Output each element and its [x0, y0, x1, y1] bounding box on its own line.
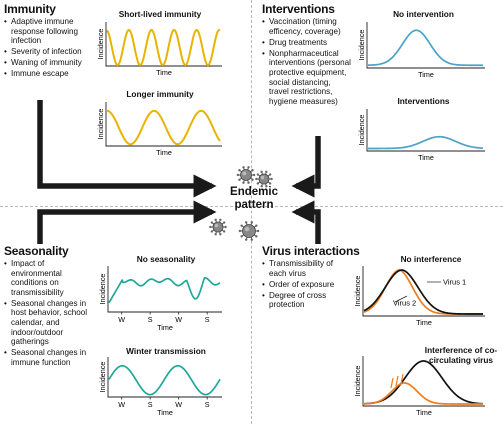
x-axis-label: Time — [418, 70, 434, 79]
virus1-curve — [363, 360, 484, 405]
arrow-interventions — [291, 136, 321, 198]
y-axis-label: Incidence — [96, 29, 105, 60]
interference-mark — [400, 373, 404, 385]
immunity-bullet: Immune escape — [4, 69, 94, 79]
virus2-curve — [363, 382, 484, 405]
short-lived-immunity-curve — [106, 28, 221, 67]
short-lived-immunity-title: Short-lived immunity — [118, 9, 202, 19]
y-axis-label: Incidence — [357, 115, 366, 146]
tick-label: S — [205, 400, 210, 409]
axis-line — [362, 266, 485, 317]
no-interference-title: No interference — [400, 254, 462, 264]
y-axis-label: Incidence — [96, 109, 105, 140]
seasonality-bullet: Seasonal changes in immune function — [4, 348, 96, 367]
winter-transmission-curve — [108, 364, 221, 396]
interventions-curve — [367, 135, 484, 150]
seasonality-bullets: Impact of environmental conditions on tr… — [4, 259, 96, 369]
interventions-bullet: Drug treatments — [262, 38, 352, 48]
axis-line — [105, 22, 222, 67]
axis-line — [366, 109, 485, 152]
axis-line — [107, 357, 222, 398]
seasonality-bullet: Impact of environmental conditions on tr… — [4, 259, 96, 297]
x-axis-label: Time — [416, 318, 432, 327]
interference-title: Interference of co-circulating virus — [424, 345, 498, 365]
axis-line — [362, 356, 485, 407]
tick-label: W — [175, 400, 182, 409]
no-intervention-title: No intervention — [393, 9, 454, 19]
arrow-seasonality — [37, 200, 217, 244]
longer-immunity-title: Longer immunity — [126, 89, 194, 99]
tick-label: W — [118, 315, 125, 324]
no-seasonality-curve — [108, 276, 221, 304]
longer-immunity-curve — [106, 109, 221, 146]
x-axis-label: Time — [157, 323, 173, 332]
virus-icon — [236, 166, 256, 184]
immunity-bullet: Adaptive immune response following infec… — [4, 17, 94, 46]
virus-icon — [209, 218, 227, 236]
interventions-title: Interventions — [262, 2, 335, 16]
virus1-curve — [363, 269, 484, 315]
virus2-label: Virus 2 — [393, 299, 416, 308]
interventions-chart-title: Interventions — [397, 96, 450, 106]
virus-interactions-title: Virus interactions — [262, 244, 360, 258]
no-intervention-curve — [367, 29, 484, 67]
axis-line — [105, 102, 222, 147]
seasonality-title: Seasonality — [4, 244, 69, 258]
center-line2: pattern — [234, 199, 274, 211]
interventions-bullet: Vaccination (timing efficency, coverage) — [262, 17, 352, 36]
interventions-bullets: Vaccination (timing efficency, coverage)… — [262, 17, 352, 108]
axis-line — [366, 22, 485, 69]
x-axis-label: Time — [156, 148, 172, 157]
tick-label: S — [148, 400, 153, 409]
x-axis-label: Time — [157, 408, 173, 417]
virus-bullet: Degree of cross protection — [262, 291, 346, 310]
virus2-leader — [394, 295, 408, 303]
y-axis-label: Incidence — [98, 362, 107, 393]
virus1-label: Virus 1 — [443, 278, 466, 287]
immunity-bullet: Severity of infection — [4, 47, 94, 57]
seasonality-bullet: Seasonal changes in host behavior, schoo… — [4, 299, 96, 347]
virus-icon — [255, 170, 273, 188]
arrow-immunity — [37, 100, 217, 198]
immunity-bullets: Adaptive immune response following infec… — [4, 17, 94, 81]
virus-bullets: Transmissibility of each virus Order of … — [262, 259, 346, 311]
x-axis-label: Time — [418, 153, 434, 162]
y-axis-label: Incidence — [98, 274, 107, 305]
tick-label: W — [118, 400, 125, 409]
x-axis-label: Time — [416, 408, 432, 417]
interference-mark — [395, 375, 399, 387]
x-axis-label: Time — [156, 68, 172, 77]
immunity-title: Immunity — [4, 2, 56, 16]
axis-line — [107, 266, 222, 313]
tick-label: S — [148, 315, 153, 324]
endemic-pattern-label: Endemic pattern — [212, 186, 296, 212]
interference-mark — [390, 377, 394, 389]
virus-bullet: Transmissibility of each virus — [262, 259, 346, 278]
arrow-virus — [291, 200, 321, 244]
winter-transmission-title: Winter transmission — [126, 346, 206, 356]
center-line1: Endemic — [230, 186, 278, 198]
y-axis-label: Incidence — [357, 30, 366, 61]
y-axis-label: Incidence — [353, 366, 362, 397]
y-axis-label: Incidence — [353, 276, 362, 307]
tick-label: W — [175, 315, 182, 324]
interference-title-text: Interference of co-circulating virus — [424, 345, 498, 365]
virus-icon — [238, 221, 260, 241]
immunity-bullet: Waning of immunity — [4, 58, 94, 68]
no-seasonality-title: No seasonality — [136, 254, 196, 264]
interventions-bullet: Nonpharmaceutical interventions (persona… — [262, 49, 352, 107]
virus-bullet: Order of exposure — [262, 280, 346, 290]
vertical-divider — [251, 0, 252, 424]
tick-label: S — [205, 315, 210, 324]
